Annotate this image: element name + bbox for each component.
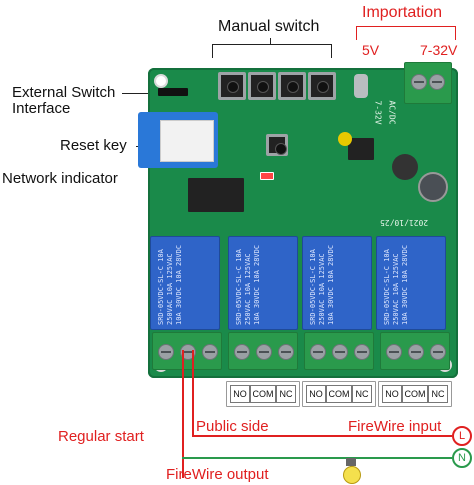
output-terminal-3 bbox=[304, 332, 374, 370]
capacitor bbox=[418, 172, 448, 202]
manual-switch-4-button[interactable] bbox=[308, 72, 336, 100]
manual-bracket-top bbox=[212, 44, 332, 45]
contact-no: NO bbox=[230, 385, 250, 403]
firewire-input-label: FireWire input bbox=[348, 418, 442, 435]
terminal-screw[interactable] bbox=[158, 344, 174, 360]
wifi-shield bbox=[160, 120, 214, 162]
terminal-screw[interactable] bbox=[386, 344, 402, 360]
contact-com: COM bbox=[402, 385, 428, 403]
relay-1-text: SRD-05VDC-SL-C 10A 250VAC 10A 125VAC 10A… bbox=[157, 244, 183, 325]
manual-switch-1-button[interactable] bbox=[218, 72, 246, 100]
7-32v-label: 7-32V bbox=[420, 42, 458, 58]
usb-c-port bbox=[354, 74, 368, 98]
rf-module bbox=[188, 178, 244, 212]
network-indicator-label: Network indicator bbox=[2, 170, 118, 187]
terminal-n-badge: N bbox=[452, 448, 472, 468]
network-indicator-led bbox=[260, 172, 274, 180]
contact-nc: NC bbox=[352, 385, 372, 403]
relay-3: SRD-05VDC-SL-C 10A 250VAC 10A 125VAC 10A… bbox=[302, 236, 372, 330]
contact-nc: NC bbox=[276, 385, 296, 403]
terminal-l-badge: L bbox=[452, 426, 472, 446]
regulator-chip bbox=[348, 138, 374, 160]
terminal-screw[interactable] bbox=[430, 344, 446, 360]
bulb-icon bbox=[343, 466, 361, 484]
contact-nc: NC bbox=[428, 385, 448, 403]
terminal-screw[interactable] bbox=[354, 344, 370, 360]
output-terminal-1 bbox=[152, 332, 222, 370]
contact-group-3 bbox=[378, 381, 452, 407]
terminal-screw[interactable] bbox=[256, 344, 272, 360]
pcb-dc-sub: 7-32V bbox=[373, 100, 383, 125]
pcb-dc-mark: AC/DC bbox=[387, 100, 397, 125]
pcb-date-mark: 2021/10/25 bbox=[380, 218, 429, 227]
relay-2-text: SRD-05VDC-SL-C 10A 250VAC 10A 125VAC 10A… bbox=[235, 244, 261, 325]
mount-hole bbox=[154, 74, 168, 88]
relay-4-text: SRD-05VDC-SL-C 10A 250VAC 10A 125VAC 10A… bbox=[383, 244, 409, 325]
terminal-screw[interactable] bbox=[310, 344, 326, 360]
external-switch-leader bbox=[122, 93, 162, 94]
terminal-screw[interactable] bbox=[234, 344, 250, 360]
manual-switch-label: Manual switch bbox=[218, 18, 320, 35]
terminal-screw[interactable] bbox=[429, 74, 445, 90]
5v-label: 5V bbox=[362, 42, 380, 58]
manual-bracket-stem bbox=[270, 38, 271, 45]
terminal-screw[interactable] bbox=[408, 344, 424, 360]
reset-key-label: Reset key bbox=[60, 137, 127, 154]
terminal-screw[interactable] bbox=[411, 74, 427, 90]
importation-label: Importation bbox=[362, 4, 443, 21]
terminal-screw[interactable] bbox=[278, 344, 294, 360]
contact-com: COM bbox=[326, 385, 352, 403]
contact-group-1 bbox=[226, 381, 300, 407]
manual-bracket-right bbox=[331, 44, 332, 58]
power-terminal bbox=[404, 62, 452, 104]
manual-bracket-left bbox=[212, 44, 213, 58]
public-side-label: Public side bbox=[196, 418, 269, 435]
external-switch-label-line2: Interface bbox=[12, 100, 71, 117]
external-switch-label-line1: External Switch bbox=[12, 84, 116, 101]
regular-start-label: Regular start bbox=[58, 428, 144, 445]
output-terminal-4 bbox=[380, 332, 450, 370]
import-bracket-top bbox=[356, 26, 456, 27]
capacitor-small bbox=[338, 132, 352, 146]
relay-3-text: SRD-05VDC-SL-C 10A 250VAC 10A 125VAC 10A… bbox=[309, 244, 335, 325]
contact-no: NO bbox=[382, 385, 402, 403]
contact-com: COM bbox=[250, 385, 276, 403]
relay-2: SRD-05VDC-SL-C 10A 250VAC 10A 125VAC 10A… bbox=[228, 236, 298, 330]
wire-firewire-output bbox=[182, 350, 184, 478]
wire-neutral bbox=[182, 457, 452, 459]
inductor bbox=[392, 154, 418, 180]
contact-no: NO bbox=[306, 385, 326, 403]
manual-switch-2-button[interactable] bbox=[248, 72, 276, 100]
relay-1: SRD-05VDC-SL-C 10A 250VAC 10A 125VAC 10A… bbox=[150, 236, 220, 330]
external-switch-header bbox=[158, 88, 188, 96]
import-bracket-right bbox=[455, 26, 456, 40]
reset-key-button[interactable] bbox=[266, 134, 288, 156]
relay-4: SRD-05VDC-SL-C 10A 250VAC 10A 125VAC 10A… bbox=[376, 236, 446, 330]
manual-switch-3-button[interactable] bbox=[278, 72, 306, 100]
terminal-screw[interactable] bbox=[202, 344, 218, 360]
wire-public-side-vertical bbox=[192, 350, 194, 436]
terminal-screw[interactable] bbox=[332, 344, 348, 360]
firewire-output-label: FireWire output bbox=[166, 466, 269, 483]
contact-group-2 bbox=[302, 381, 376, 407]
wire-public-side-horizontal bbox=[192, 435, 452, 437]
wifi-module bbox=[138, 112, 218, 168]
bulb-base-icon bbox=[346, 458, 356, 466]
output-terminal-2 bbox=[228, 332, 298, 370]
import-bracket-left bbox=[356, 26, 357, 40]
